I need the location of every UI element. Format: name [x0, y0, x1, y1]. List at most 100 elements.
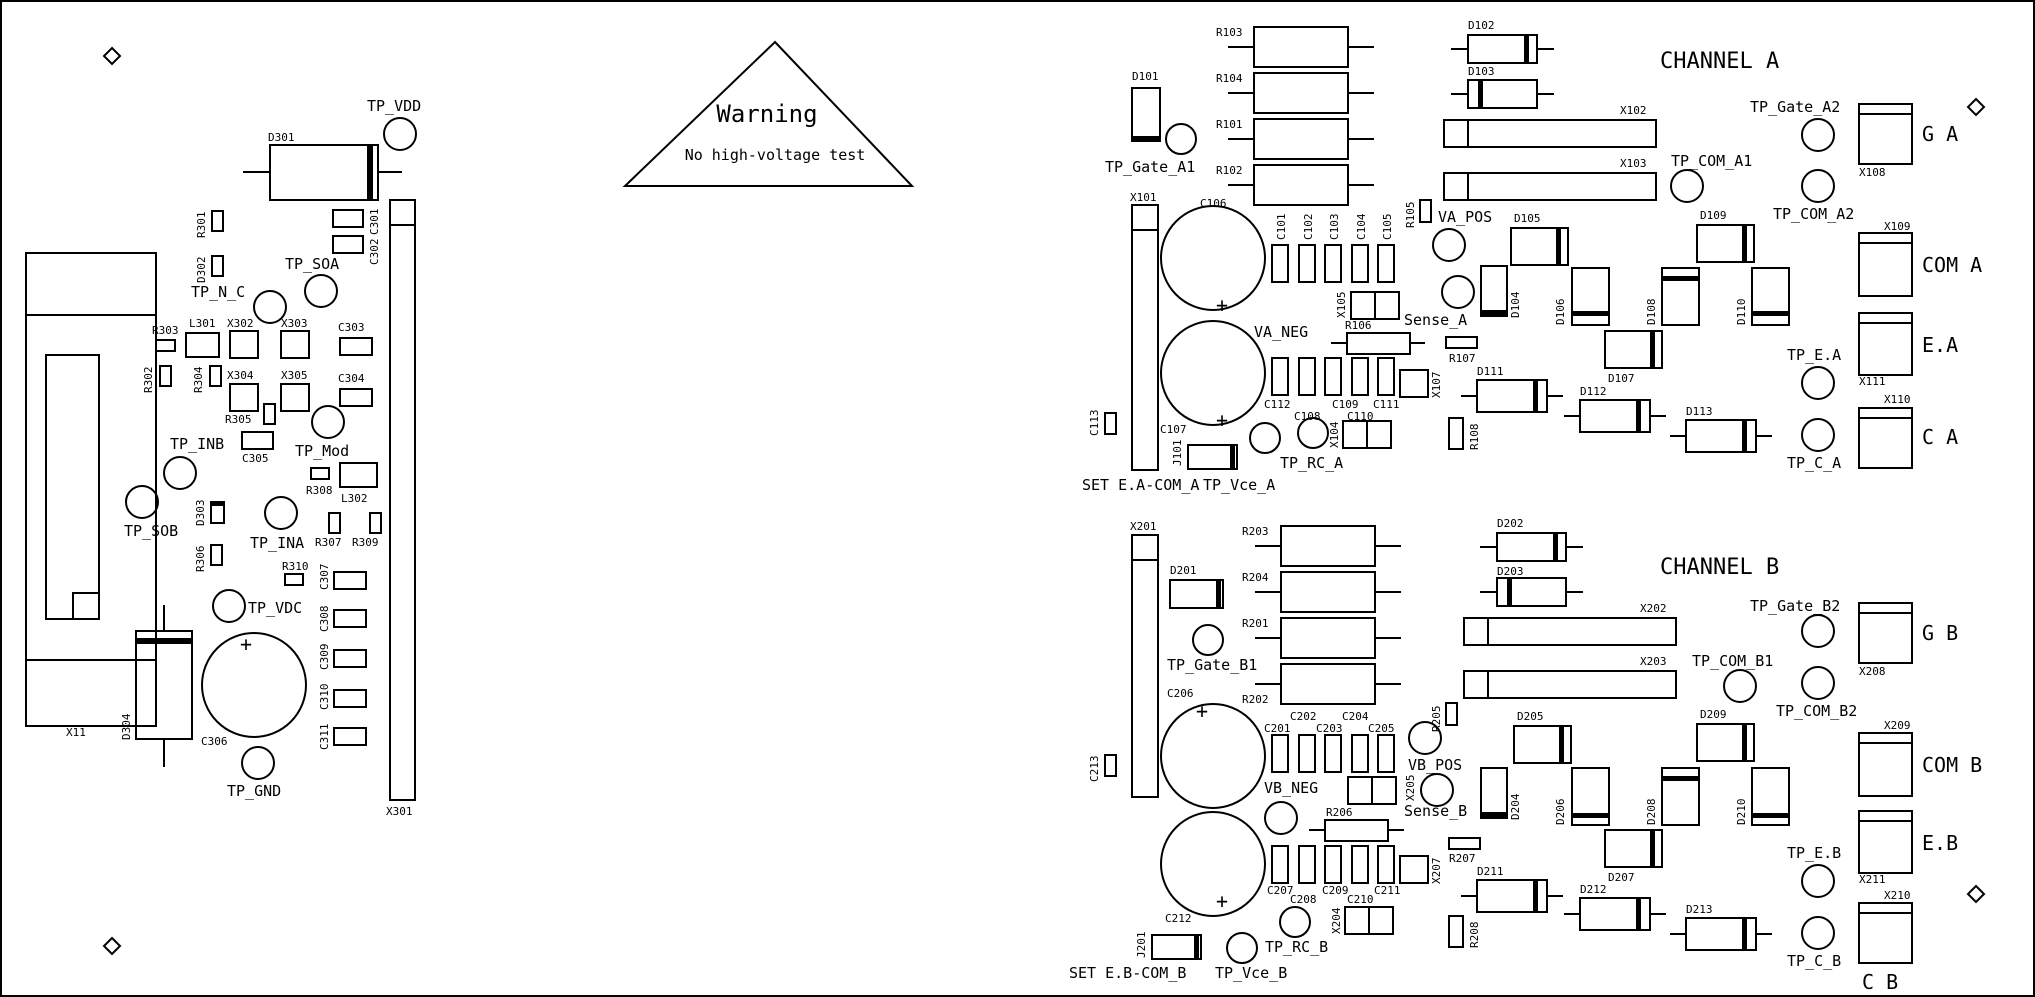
jumper-j101 [1187, 444, 1238, 470]
part-r207 [1448, 837, 1481, 850]
ref-c107: C107 [1160, 423, 1187, 436]
ref-c110: C110 [1347, 410, 1374, 423]
label-tp-gate-a2: TP_Gate_A2 [1750, 98, 1840, 116]
connector-eb: E.B [1922, 831, 1958, 855]
ref-x103: X103 [1620, 157, 1647, 170]
diode-d101 [1131, 87, 1161, 142]
test-point [264, 496, 298, 530]
ref-c111: C111 [1373, 398, 1400, 411]
ref-c307: C307 [318, 564, 331, 591]
diode-d105 [1510, 227, 1569, 266]
ref-c306: C306 [201, 735, 228, 748]
ref-c207: C207 [1267, 884, 1294, 897]
label-tp-n-c: TP_N_C [191, 283, 245, 301]
ref-x104: X104 [1328, 421, 1341, 448]
label-tp-sob: TP_SOB [124, 522, 178, 540]
ref-x209: X209 [1884, 719, 1911, 732]
test-point [1801, 366, 1835, 400]
part-c309 [333, 649, 367, 668]
test-point [1192, 624, 1224, 656]
label-tp-vce-a: TP_Vce_A [1203, 476, 1275, 494]
header-x101 [1131, 204, 1159, 471]
connector-coma: COM A [1922, 253, 1982, 277]
ref-d304: D304 [120, 713, 133, 740]
label-tp-rc-b: TP_RC_B [1265, 938, 1328, 956]
ref-c202: C202 [1290, 710, 1317, 723]
test-point [125, 485, 159, 519]
ref-x101: X101 [1130, 191, 1157, 204]
part-r307 [328, 512, 341, 534]
part-c209 [1324, 845, 1342, 884]
part-l301 [185, 332, 220, 358]
part-r306 [210, 544, 223, 566]
ref-r103: R103 [1216, 26, 1243, 39]
part-c205 [1377, 734, 1395, 773]
part-r308 [310, 467, 330, 480]
ref-r106: R106 [1345, 319, 1372, 332]
ref-d101: D101 [1132, 70, 1159, 83]
ref-d212: D212 [1580, 883, 1607, 896]
ref-c302: C302 [368, 239, 381, 266]
test-point [1801, 418, 1835, 452]
connector-ga: G A [1922, 122, 1958, 146]
ref-c104: C104 [1355, 213, 1368, 240]
ref-c310: C310 [318, 684, 331, 711]
ref-d208: D208 [1645, 799, 1658, 826]
part-r105 [1419, 199, 1432, 223]
part-d302 [211, 255, 224, 277]
test-point [1801, 666, 1835, 700]
ref-x105: X105 [1335, 292, 1348, 319]
ref-x205: X205 [1404, 775, 1417, 802]
ref-x211: X211 [1859, 873, 1886, 886]
supply-section: X11 X301 D301 TP_VDD R301 D302 C301 C302… [25, 97, 421, 818]
ref-r308: R308 [306, 484, 333, 497]
ref-r301: R301 [195, 212, 208, 239]
ref-r203: R203 [1242, 525, 1269, 538]
label-tp-mod: TP_Mod [295, 442, 349, 460]
ref-d108: D108 [1645, 299, 1658, 326]
test-point [212, 589, 246, 623]
label-tp-vdc: TP_VDC [248, 599, 302, 617]
capacitor-c106 [1160, 205, 1266, 311]
label-tp-gate-b2: TP_Gate_B2 [1750, 597, 1840, 615]
ref-d210: D210 [1735, 799, 1748, 826]
ref-c105: C105 [1381, 214, 1394, 241]
part-c307 [333, 571, 367, 590]
terminal-x208 [1858, 602, 1913, 664]
ref-r108: R108 [1468, 424, 1481, 451]
part-r107 [1445, 336, 1478, 349]
ref-x304: X304 [227, 369, 254, 382]
part-l302 [339, 462, 378, 488]
ref-c311: C311 [318, 724, 331, 751]
label-sense-a: Sense_A [1404, 311, 1467, 329]
svg-text:+: + [1196, 699, 1208, 723]
ref-d211: D211 [1477, 865, 1504, 878]
part-c301 [332, 209, 364, 228]
resistor-bank-a [1228, 26, 1374, 206]
ref-c303: C303 [338, 321, 365, 334]
resistor-r106 [1346, 332, 1411, 355]
test-point [1441, 275, 1475, 309]
ref-r303: R303 [152, 324, 179, 337]
ref-d207: D207 [1608, 871, 1635, 884]
part-c207 [1271, 845, 1289, 884]
part-c203 [1324, 734, 1342, 773]
jumper-j201 [1151, 934, 1202, 960]
part-x304 [229, 383, 259, 412]
label-tp-rc-a: TP_RC_A [1280, 454, 1343, 472]
terminal-x111 [1858, 312, 1913, 376]
ref-d203: D203 [1497, 565, 1524, 578]
label-tp-com-b1: TP_COM_B1 [1692, 652, 1773, 670]
ref-d105: D105 [1514, 212, 1541, 225]
ref-d107: D107 [1608, 372, 1635, 385]
diode-d210 [1751, 767, 1790, 826]
capacitor-c212 [1160, 811, 1266, 917]
ref-c305: C305 [242, 452, 269, 465]
ref-d204: D204 [1509, 793, 1522, 820]
diode-d206 [1571, 767, 1610, 826]
resistor-bank-b [1255, 525, 1401, 705]
fiducial-marker [1966, 884, 1986, 904]
test-point [1420, 773, 1454, 807]
ref-r207: R207 [1449, 852, 1476, 865]
test-point [1297, 417, 1329, 449]
